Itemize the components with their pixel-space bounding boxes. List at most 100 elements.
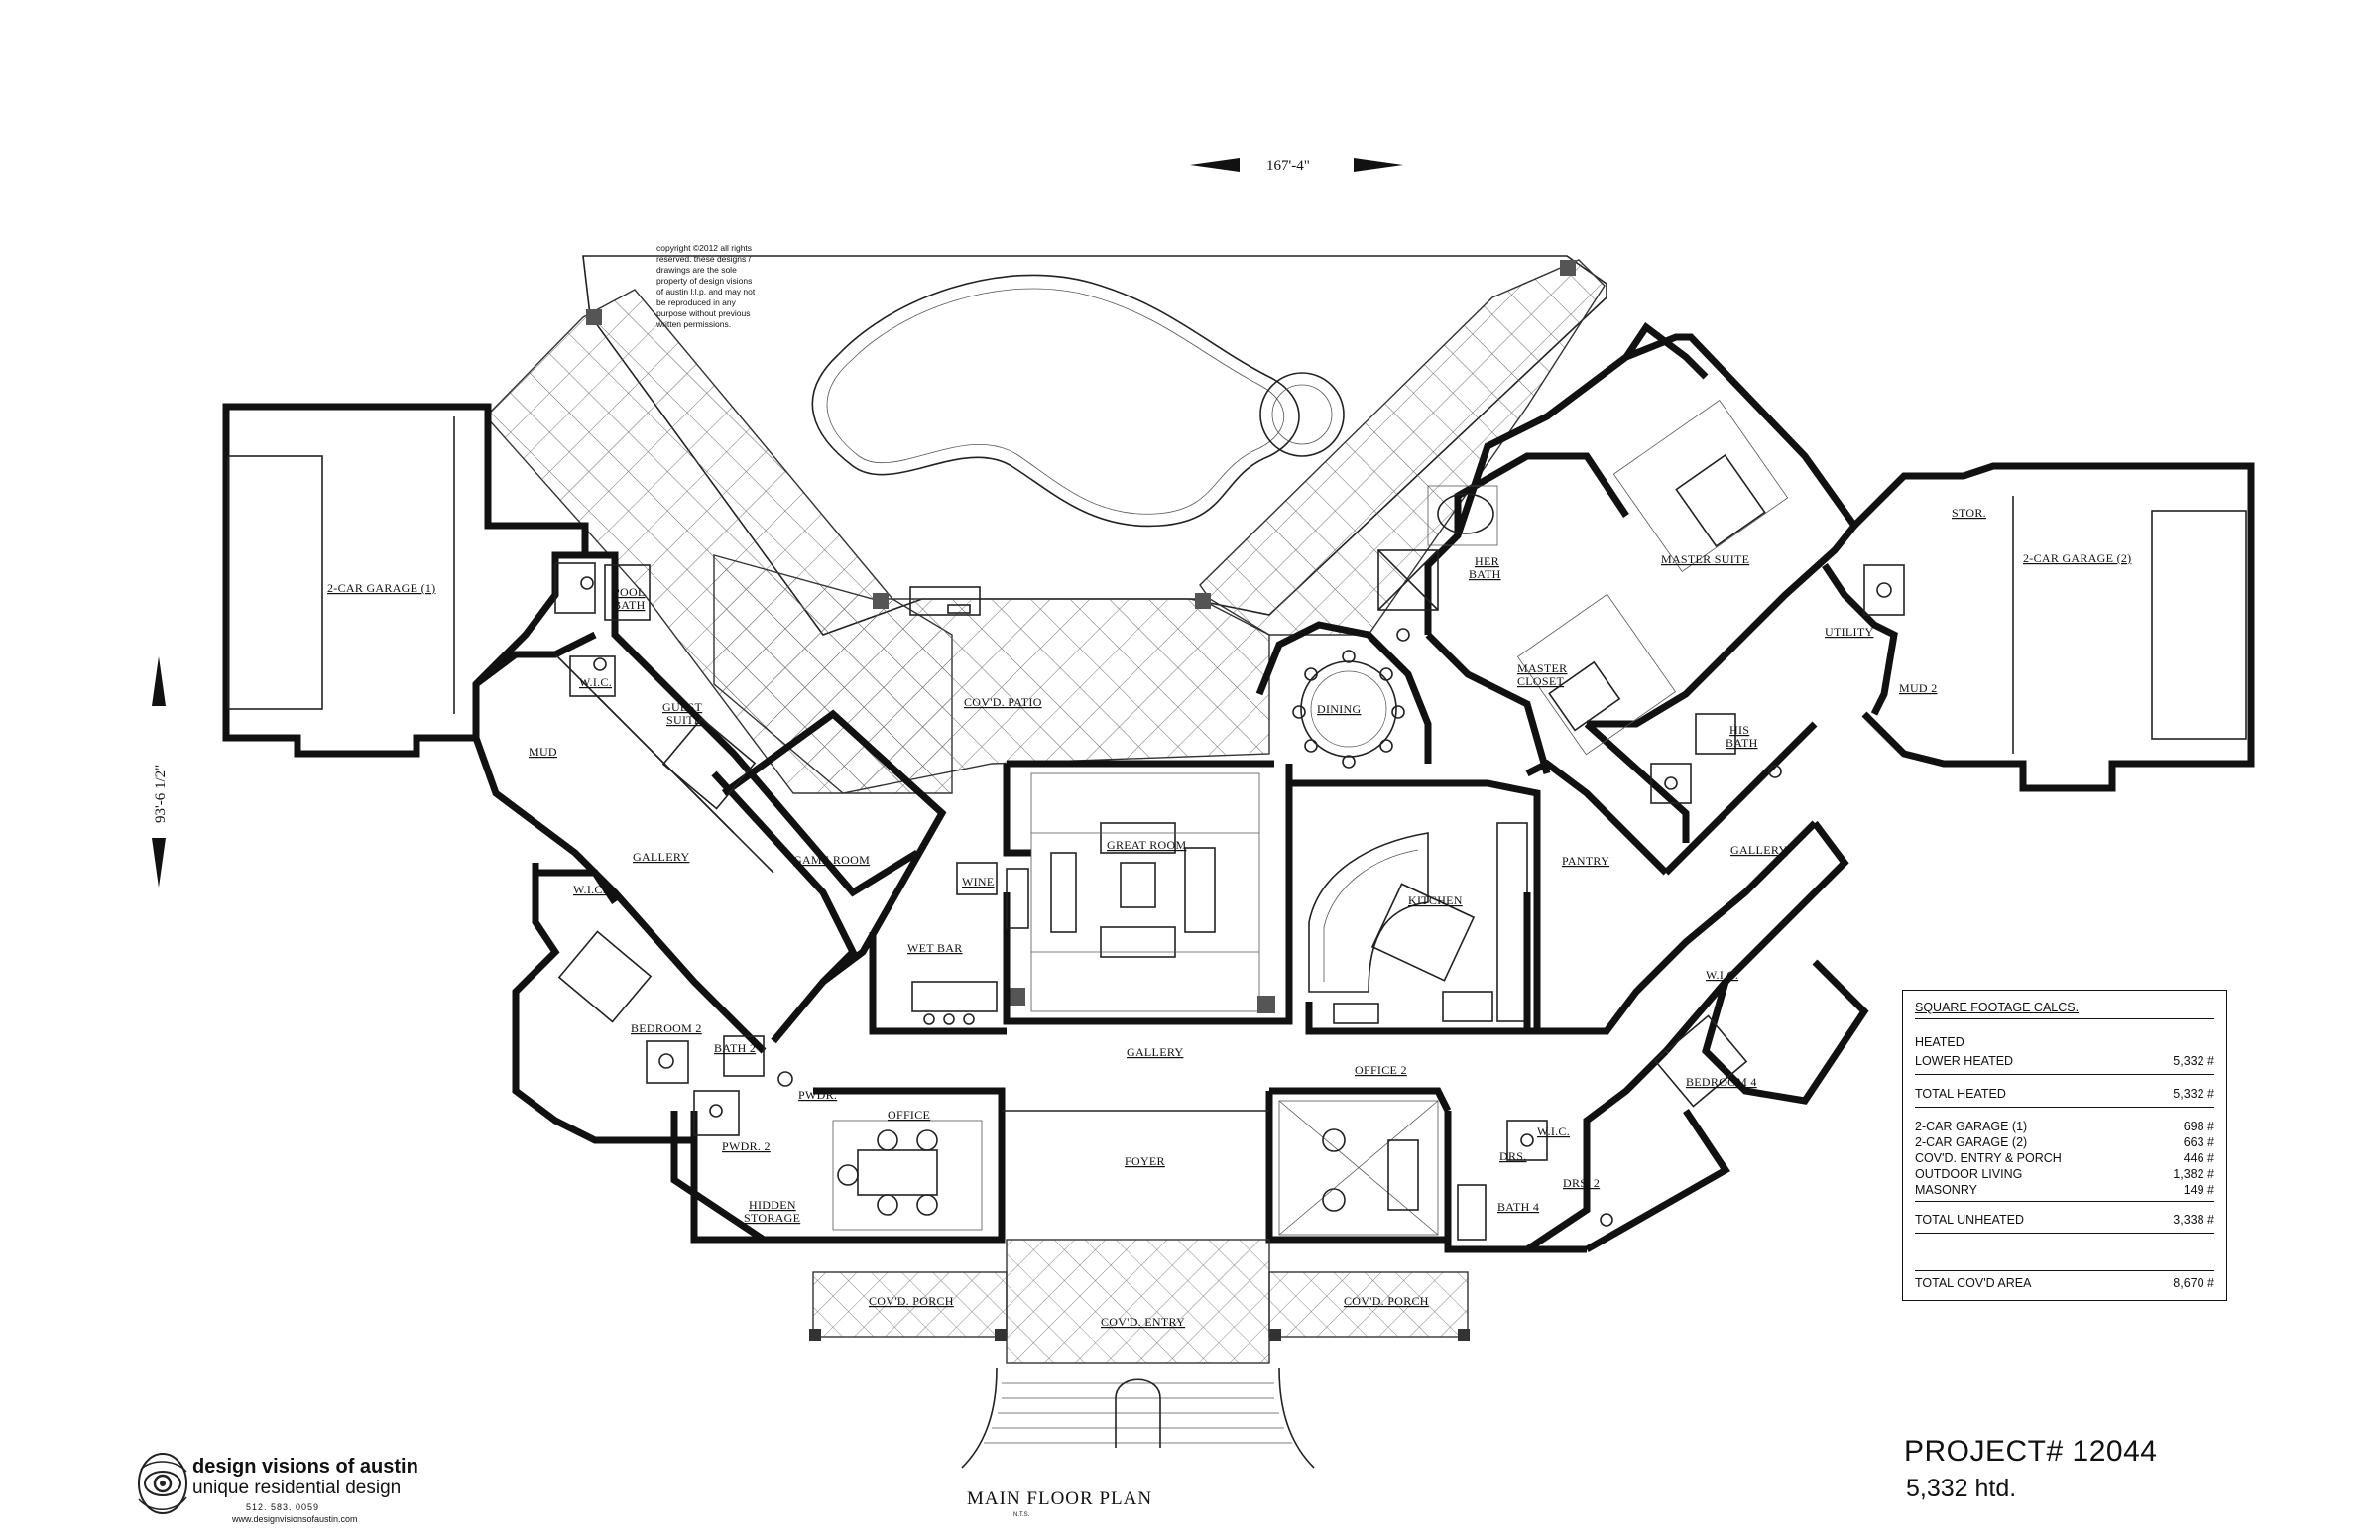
project-number: PROJECT# 12044	[1904, 1435, 2158, 1468]
column	[586, 309, 602, 325]
label-her-bath-2: BATH	[1469, 567, 1501, 581]
svg-text:purpose without previous: purpose without previous	[656, 308, 751, 318]
svg-text:drawings are the sole: drawings are the sole	[656, 265, 737, 275]
svg-text:of austin l.l.p. and may not: of austin l.l.p. and may not	[656, 287, 756, 296]
svg-text:property of design visions: property of design visions	[656, 276, 752, 286]
label-covd-porch-right: COV'D. PORCH	[1344, 1294, 1429, 1308]
center-block	[869, 621, 1669, 1035]
label-gallery-main: GALLERY	[1127, 1045, 1183, 1059]
logo-tagline: unique residential design	[192, 1478, 402, 1498]
label-pool-bath-2: BATH	[613, 598, 646, 612]
sqft-heated-header: HEATED	[1915, 1035, 1964, 1049]
label-bath-2: BATH 2	[714, 1041, 756, 1055]
svg-text:be reproduced in any: be reproduced in any	[656, 297, 737, 307]
label-master-closet-2: CLOSET	[1517, 674, 1565, 688]
depth-dimension: 93'-6 1/2"	[152, 656, 169, 888]
label-mud-2: MUD 2	[1899, 681, 1938, 695]
garage-right	[1822, 462, 2255, 792]
label-wet-bar: WET BAR	[907, 941, 963, 955]
svg-text:copyright ©2012 all rights: copyright ©2012 all rights	[656, 243, 752, 253]
label-dining: DINING	[1317, 702, 1361, 716]
label-her-bath: HER	[1475, 554, 1499, 568]
label-his-bath-2: BATH	[1726, 736, 1758, 750]
label-garage-2: 2-CAR GARAGE (2)	[2023, 551, 2131, 565]
eye-logo-icon	[138, 1453, 187, 1514]
label-utility: UTILITY	[1825, 625, 1873, 639]
label-drs-2: DRS. 2	[1563, 1176, 1600, 1190]
plan-title: MAIN FLOOR PLAN	[967, 1488, 1153, 1509]
porches	[809, 1239, 1470, 1469]
label-office: OFFICE	[888, 1108, 930, 1122]
label-pwdr: PWDR.	[798, 1088, 837, 1102]
label-bedroom-2: BEDROOM 2	[631, 1021, 702, 1035]
label-pool-bath: POOL	[613, 585, 646, 599]
label-master-closet: MASTER	[1517, 661, 1567, 675]
label-hidden-storage-2: STORAGE	[744, 1211, 800, 1225]
sqft-title: SQUARE FOOTAGE CALCS.	[1915, 1001, 2080, 1014]
front-rooms	[690, 1087, 1452, 1244]
pool	[811, 274, 1345, 528]
label-great-room: GREAT ROOM	[1107, 838, 1186, 852]
logo-phone: 512. 583. 0059	[246, 1502, 320, 1512]
garage-left	[222, 403, 589, 758]
label-pantry: PANTRY	[1562, 854, 1609, 868]
label-covd-patio: COV'D. PATIO	[964, 695, 1042, 709]
label-stor: STOR.	[1952, 506, 1986, 520]
sqft-garage-1: 2-CAR GARAGE (1)698 #	[1915, 1120, 2214, 1133]
room-labels: 2-CAR GARAGE (1) 2-CAR GARAGE (2) POOL B…	[327, 506, 2131, 1329]
plan-scale: N.T.S.	[1013, 1512, 1030, 1518]
left-wing	[472, 551, 1006, 1244]
bedroom4-wing	[1444, 820, 1869, 1253]
label-wic-right-2: W.I.C.	[1537, 1125, 1570, 1138]
sqft-garage-2: 2-CAR GARAGE (2)663 #	[1915, 1135, 2214, 1149]
label-game-room: GAME ROOM	[793, 853, 870, 867]
label-hidden-storage: HIDDEN	[749, 1198, 796, 1212]
label-covd-entry: COV'D. ENTRY	[1101, 1315, 1185, 1329]
label-covd-porch-left: COV'D. PORCH	[869, 1294, 954, 1308]
column	[1008, 988, 1025, 1006]
label-wic-guest: W.I.C.	[579, 675, 612, 689]
label-wine: WINE	[962, 875, 995, 888]
column	[1195, 593, 1211, 609]
label-his-bath: HIS	[1729, 723, 1749, 737]
label-pwdr-2: PWDR. 2	[722, 1139, 771, 1153]
label-gallery-right: GALLERY	[1730, 843, 1787, 857]
label-gallery-left: GALLERY	[633, 850, 689, 864]
label-guest-suite-2: SUITE	[666, 713, 702, 727]
heated-summary: 5,332 htd.	[1906, 1475, 2017, 1502]
outdoor-kitchen	[909, 586, 981, 616]
label-guest-suite: GUEST	[662, 700, 703, 714]
label-wic-right: W.I.C.	[1706, 968, 1738, 982]
label-office-2: OFFICE 2	[1355, 1063, 1407, 1077]
label-wic-left: W.I.C.	[573, 883, 606, 896]
label-foyer: FOYER	[1125, 1154, 1165, 1168]
width-dimension: 167'-4"	[1190, 158, 1403, 174]
logo-name: design visions of austin	[192, 1456, 418, 1478]
label-bedroom-4: BEDROOM 4	[1686, 1075, 1757, 1089]
depth-dimension-label: 93'-6 1/2"	[153, 765, 169, 823]
column	[873, 593, 889, 609]
label-master-suite: MASTER SUITE	[1661, 552, 1749, 566]
column	[1257, 996, 1275, 1013]
copyright-note: copyright ©2012 all rights reserved. the…	[655, 243, 756, 329]
svg-text:reserved. these designs /: reserved. these designs /	[656, 254, 752, 264]
width-dimension-label: 167'-4"	[1266, 158, 1310, 174]
label-drs: DRS.	[1499, 1149, 1527, 1163]
label-garage-1: 2-CAR GARAGE (1)	[327, 581, 435, 595]
logo-website: www.designvisionsofaustin.com	[232, 1514, 358, 1524]
right-wing	[1377, 321, 1859, 1035]
svg-text:written permissions.: written permissions.	[655, 319, 731, 329]
square-footage-table: SQUARE FOOTAGE CALCS. HEATED LOWER HEATE…	[1902, 990, 2227, 1301]
label-kitchen: KITCHEN	[1408, 893, 1463, 907]
company-logo: design visions of austin unique resident…	[135, 1450, 472, 1529]
column	[1560, 260, 1576, 276]
label-mud: MUD	[529, 745, 557, 759]
